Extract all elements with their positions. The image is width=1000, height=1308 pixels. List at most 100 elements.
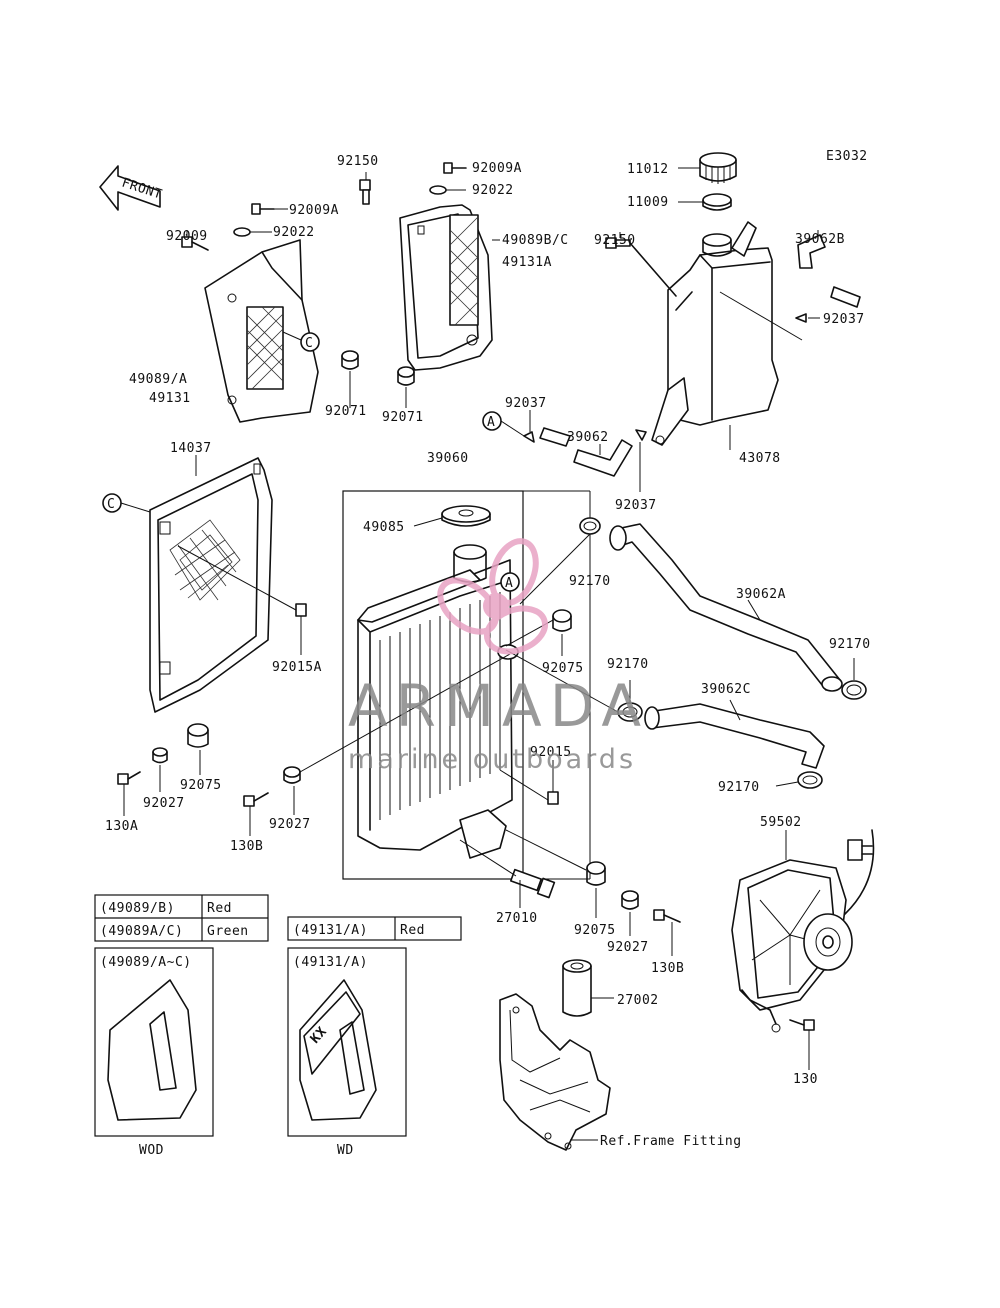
table-cell: (49089/B) <box>100 901 175 916</box>
part-number-label: 43078 <box>739 451 781 466</box>
clip-icon <box>523 431 535 443</box>
table-cell: Red <box>400 923 425 938</box>
grommet-icon <box>586 861 606 886</box>
diagram-code: E3032 <box>826 149 868 164</box>
part-number-label: 27002 <box>617 993 659 1008</box>
part-number-label: 92009A <box>472 161 522 176</box>
nut-icon <box>295 603 307 617</box>
clip-icon <box>795 313 807 323</box>
part-number-label: 92037 <box>823 312 865 327</box>
part-number-label: 92009A <box>289 203 339 218</box>
tank-cap-icon <box>699 152 737 184</box>
part-number-label: 92150 <box>594 233 636 248</box>
part-number-label: 130B <box>651 961 684 976</box>
part-number-label: 92027 <box>269 817 311 832</box>
part-number-label: 39062 <box>567 430 609 445</box>
part-number-label: 130A <box>105 819 138 834</box>
part-number-label: 49085 <box>363 520 405 535</box>
bolt-icon <box>359 179 371 205</box>
grommet-icon <box>341 350 359 370</box>
svg-text:C: C <box>305 336 313 351</box>
collar-icon <box>621 890 639 910</box>
watermark-tagline: marine outboards <box>348 744 636 775</box>
part-number-label: 11009 <box>627 195 669 210</box>
callout-a: A <box>482 411 525 437</box>
inset-caption: WOD <box>139 1143 164 1158</box>
inset-header: (49089/A~C) <box>100 955 192 970</box>
clamp-icon <box>579 517 601 535</box>
part-number-label: 59502 <box>760 815 802 830</box>
clamp-icon <box>797 771 823 789</box>
part-number-label: 92037 <box>615 498 657 513</box>
part-number-label: 49131A <box>502 255 552 270</box>
part-number-label: 39062B <box>795 232 845 247</box>
part-number-label: 39062C <box>701 682 751 697</box>
part-number-label: 130 <box>793 1072 818 1087</box>
part-number-label: 92150 <box>337 154 379 169</box>
relay-icon <box>562 959 592 1017</box>
color-table-decal: (49131/A) Red <box>287 916 462 941</box>
radiator-cap-icon <box>441 505 491 527</box>
collar-icon <box>283 766 301 784</box>
part-number-label: 92037 <box>505 396 547 411</box>
cooling-fan-motor <box>731 829 875 1033</box>
part-number-label: 130B <box>230 839 263 854</box>
radiator-shroud-left <box>204 239 319 423</box>
radiator-screen <box>149 457 273 713</box>
grommet-icon <box>187 723 209 748</box>
nut-icon <box>547 791 559 805</box>
inset-shroud-woD: (49089/A~C) WOD <box>94 947 214 1158</box>
radiator-group-box <box>342 490 524 880</box>
part-number-label: 39062A <box>736 587 786 602</box>
frame-bracket <box>499 993 611 1151</box>
clip-icon <box>635 429 647 441</box>
screw-icon <box>251 203 275 215</box>
part-number-label: 92071 <box>382 410 424 425</box>
bolt-icon <box>653 909 681 923</box>
bolt-icon <box>117 771 141 785</box>
part-number-label: 92170 <box>569 574 611 589</box>
part-number-label: 92027 <box>607 940 649 955</box>
callout-a: A <box>500 572 520 592</box>
watermark-logo-icon <box>437 538 549 655</box>
part-number-label: 11012 <box>627 162 669 177</box>
hose-icon <box>644 703 825 769</box>
reservoir-tank <box>651 221 779 446</box>
clamp-icon <box>841 680 867 700</box>
table-cell: Red <box>207 901 232 916</box>
watermark-name: ARMADA <box>348 672 649 740</box>
part-number-label: 92027 <box>143 796 185 811</box>
grommet-icon <box>552 609 572 632</box>
bolt-icon <box>243 792 269 807</box>
inset-caption: WD <box>337 1143 354 1158</box>
part-number-label: 92075 <box>180 778 222 793</box>
part-number-label: 92075 <box>542 661 584 676</box>
callout-c: C <box>282 331 320 352</box>
part-number-label: 49131 <box>149 391 191 406</box>
washer-icon <box>429 185 447 195</box>
part-number-label: 92075 <box>574 923 616 938</box>
radiator-shroud-right <box>399 204 493 371</box>
part-number-label: 49089B/C <box>502 233 569 248</box>
grommet-icon <box>397 366 415 386</box>
table-cell: (49089A/C) <box>100 924 183 939</box>
table-cell: Green <box>207 924 249 939</box>
gasket-icon <box>702 193 732 211</box>
part-number-label: 14037 <box>170 441 212 456</box>
color-table-shroud: (49089/B) Red (49089A/C) Green <box>94 894 269 942</box>
hose-icon <box>609 523 843 692</box>
front-arrow-icon: FRONT <box>99 165 164 211</box>
part-number-label: 92022 <box>472 183 514 198</box>
part-number-label: 92170 <box>718 780 760 795</box>
screw-icon <box>443 162 467 174</box>
hose-icon <box>797 234 861 308</box>
inset-decal-wd: (49131/A) KX WD <box>287 947 407 1158</box>
part-number-label: 49089/A <box>129 372 187 387</box>
part-number-label: 27010 <box>496 911 538 926</box>
bolt-icon <box>789 1019 815 1031</box>
part-number-label: 39060 <box>427 451 469 466</box>
svg-text:C: C <box>107 497 115 512</box>
part-number-label: 92015A <box>272 660 322 675</box>
callout-c: C <box>102 493 151 513</box>
